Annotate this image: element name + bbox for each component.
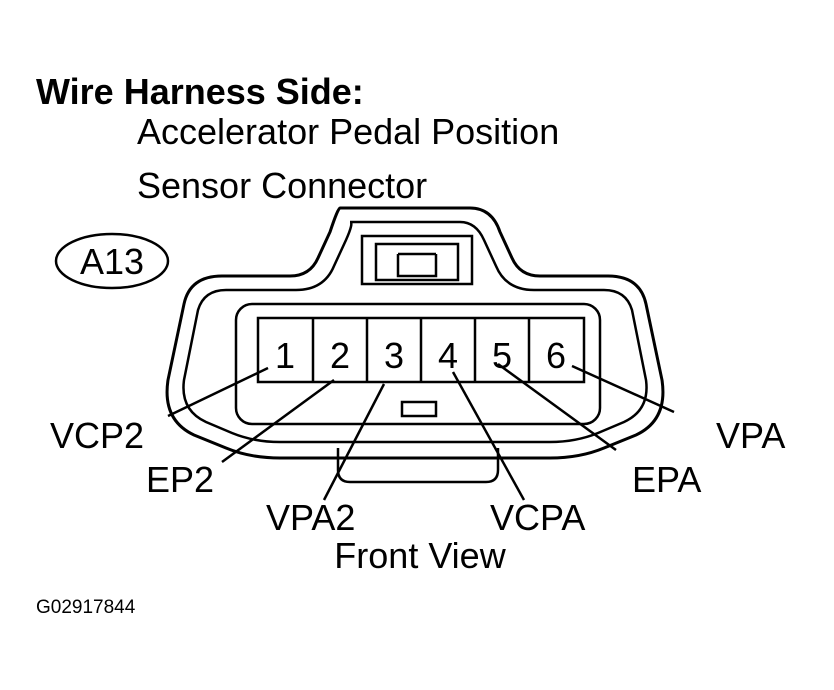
connector-lower-lug [400,400,438,418]
leader-line-pin-6 [571,364,675,414]
diagram-subtitle-line2: Sensor Connector [137,165,427,206]
connector-latch-outer [360,234,474,286]
diagram-title: Wire Harness Side: [36,71,364,112]
signal-label-pin-2: EP2 [146,459,214,500]
signal-label-pin-5: EPA [632,459,701,500]
leader-line-pin-4 [451,371,526,501]
connector-cavity [234,302,602,426]
connector-id-badge-outline [54,232,170,290]
signal-label-pin-1: VCP2 [50,415,144,456]
signal-label-pin-6: VPA [716,415,785,456]
leader-line-pin-2 [221,378,335,464]
connector-key-bump [336,448,500,484]
leader-line-pin-1 [167,366,269,418]
connector-latch-notch [396,254,438,278]
leader-line-pin-5 [497,362,617,452]
connector-id-badge: A13 [80,241,144,282]
pin-4-number: 4 [438,335,458,376]
pin-5-number: 5 [492,335,512,376]
pin-1-number: 1 [275,335,295,376]
signal-label-pin-4: VCPA [490,497,585,538]
connector-housing-inner [182,220,648,444]
pin-2-number: 2 [330,335,350,376]
view-label: Front View [334,535,506,576]
connector-latch-inner [374,242,460,282]
pin-3-number: 3 [384,335,404,376]
pin-6-number: 6 [546,335,566,376]
leader-line-pin-3 [322,383,386,501]
connector-housing-outer [165,206,665,460]
diagram-subtitle-line1: Accelerator Pedal Position [137,111,559,152]
figure-code: G02917844 [36,597,136,618]
signal-label-pin-3: VPA2 [266,497,355,538]
